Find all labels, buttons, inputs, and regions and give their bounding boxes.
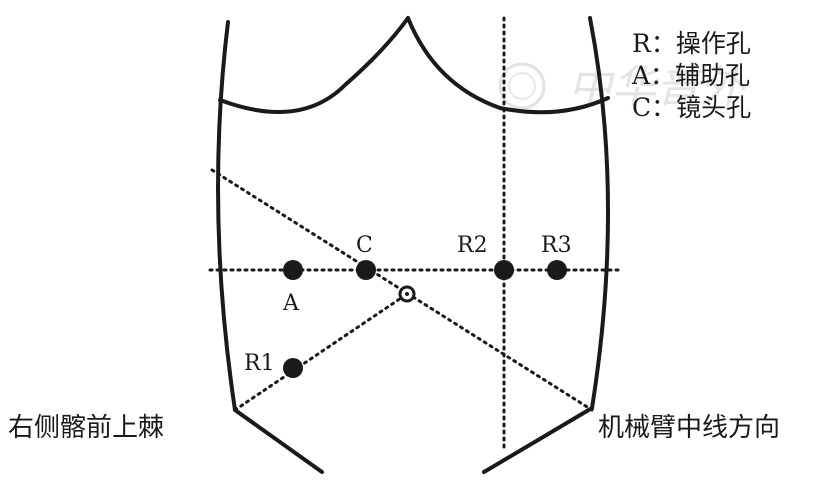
right-flank-line xyxy=(588,16,610,410)
legend-item-A: A：辅助孔 xyxy=(631,61,750,90)
left-groin-line xyxy=(233,408,324,474)
port-C xyxy=(356,260,376,280)
port-label-R1: R1 xyxy=(244,351,275,376)
port-label-A: A xyxy=(282,291,300,316)
ports xyxy=(283,260,567,378)
port-label-C: C xyxy=(356,233,373,258)
port-label-R3: R3 xyxy=(541,233,572,258)
right-groin-line xyxy=(482,406,594,474)
left-side-label: 右侧髂前上棘 xyxy=(8,413,164,443)
diagonal-line-from-asis xyxy=(233,292,409,412)
target-marker xyxy=(398,285,416,303)
legend-item-C: C：镜头孔 xyxy=(632,93,751,122)
port-R3 xyxy=(547,260,567,280)
right-costal-margin xyxy=(406,16,610,115)
legend: R：操作孔 A：辅助孔 C：镜头孔 xyxy=(631,29,751,122)
left-flank-line xyxy=(216,20,237,412)
left-costal-margin xyxy=(218,16,410,114)
port-R1 xyxy=(283,358,303,378)
port-label-R2: R2 xyxy=(457,233,488,258)
port-R2 xyxy=(494,260,514,280)
port-A xyxy=(283,260,303,280)
watermark-seal-icon xyxy=(498,62,546,110)
legend-item-R: R：操作孔 xyxy=(632,29,751,58)
right-side-label: 机械臂中线方向 xyxy=(598,413,780,443)
abdomen-outline xyxy=(216,16,610,474)
